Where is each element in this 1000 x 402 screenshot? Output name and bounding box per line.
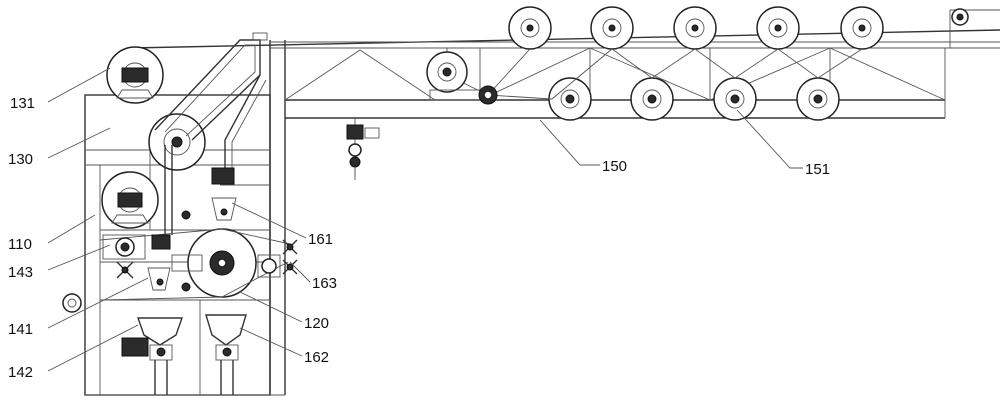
hopper-142: [121, 317, 183, 395]
drive-roll: [426, 51, 498, 105]
top-roll: [590, 6, 634, 50]
lower-roll: [548, 77, 592, 121]
motor-143: [102, 234, 146, 279]
label-163: 163: [312, 275, 337, 292]
label-110: 110: [8, 236, 32, 253]
label-143: 143: [8, 264, 33, 281]
small-roll: [951, 8, 969, 26]
sensor-unit: [346, 118, 380, 180]
truss-frame: [284, 47, 946, 119]
hopper-162: [205, 314, 247, 395]
unwind-roll-131: [106, 46, 164, 104]
top-roll: [840, 6, 884, 50]
label-141: 141: [8, 321, 33, 338]
top-roll: [508, 6, 552, 50]
unit-141: [147, 234, 171, 291]
top-roll-row: [508, 6, 969, 50]
label-130: 130: [8, 151, 33, 168]
top-roll: [673, 6, 717, 50]
label-161: 161: [308, 231, 333, 248]
feed-roll-110: [101, 171, 159, 229]
label-142: 142: [8, 364, 33, 381]
label-131: 131: [10, 95, 35, 112]
main-cylinder-120: [99, 228, 291, 301]
lower-roll: [713, 77, 757, 121]
guide-roll: [62, 293, 82, 313]
lower-roll: [630, 77, 674, 121]
duct-pipes: [154, 32, 268, 235]
label-120: 120: [304, 315, 329, 332]
tension-roll-130: [148, 113, 206, 171]
leader-lines: [47, 67, 803, 372]
label-162: 162: [304, 349, 329, 366]
main-frame: [84, 40, 286, 396]
label-150: 150: [602, 158, 627, 175]
lower-roll: [796, 77, 840, 121]
unit-163: [257, 239, 298, 278]
lower-roll-row: [548, 77, 840, 121]
label-151: 151: [805, 161, 830, 178]
callout-labels: 131 130 110 143 141 142 150 151 161 163 …: [8, 95, 830, 381]
unit-161: [181, 167, 237, 292]
top-roll: [756, 6, 800, 50]
